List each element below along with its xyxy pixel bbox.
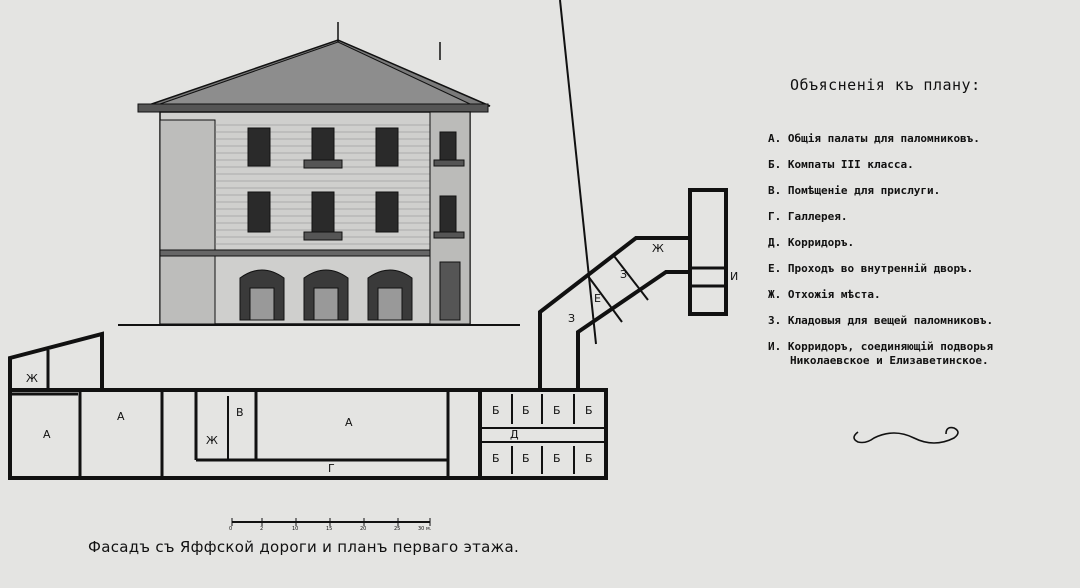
room-label-b1: Б xyxy=(492,404,500,417)
figure-caption: Фасадъ съ Яффской дороги и планъ перваго… xyxy=(88,538,520,556)
legend-item-d: Д. Корридоръ. xyxy=(768,236,1068,250)
legend-item-zh: Ж. Отхожія мѣста. xyxy=(768,288,1068,302)
room-label-b2: Б xyxy=(522,404,530,417)
legend-text: Компаты III класса. xyxy=(787,158,914,171)
room-label-g: Г xyxy=(328,462,335,475)
room-label-b5: Б xyxy=(492,452,500,465)
legend-key: Б. xyxy=(768,158,782,171)
legend-text: Корридоръ, соединяющій подворья xyxy=(787,340,994,353)
legend-item-i: И. Корридоръ, соединяющій подворья Никол… xyxy=(768,340,1068,368)
legend-text: Корридоръ. xyxy=(787,236,855,249)
scale-tick-5: 25 xyxy=(394,526,400,532)
legend-text: Галлерея. xyxy=(787,210,848,223)
room-label-zh2: Ж xyxy=(206,434,218,447)
legend-key: Г. xyxy=(768,210,782,223)
legend-key: Ж. xyxy=(768,288,782,301)
scale-tick-6: 30 м. xyxy=(418,526,432,532)
legend-item-v: В. Помѣщеніе для прислуги. xyxy=(768,184,1068,198)
room-label-b7: Б xyxy=(553,452,561,465)
legend-key: В. xyxy=(768,184,782,197)
legend-text: Отхожія мѣста. xyxy=(787,288,881,301)
room-label-e: Е xyxy=(594,292,601,305)
room-label-z2: З xyxy=(620,268,627,281)
legend-key: Е. xyxy=(768,262,782,275)
legend-text: Помѣщеніе для прислуги. xyxy=(787,184,941,197)
room-label-b6: Б xyxy=(522,452,530,465)
room-label-zh1: Ж xyxy=(26,372,38,385)
scale-tick-0: 0 xyxy=(229,526,232,532)
legend-text: Кладовыя для вещей паломниковъ. xyxy=(787,314,994,327)
flourish-ornament xyxy=(853,426,959,444)
legend-key: И. xyxy=(768,340,782,353)
scale-bar: 0 2 10 15 20 25 30 м. xyxy=(229,518,432,532)
legend-key: Д. xyxy=(768,236,782,249)
facade-elevation xyxy=(118,22,520,326)
legend-item-z: З. Кладовыя для вещей паломниковъ. xyxy=(768,314,1068,328)
room-label-z1: З xyxy=(568,312,575,325)
scale-tick-1: 2 xyxy=(260,526,263,532)
scale-tick-3: 15 xyxy=(326,526,332,532)
room-label-zh3: Ж xyxy=(652,242,664,255)
room-label-v: В xyxy=(236,406,244,419)
legend-item-a: А. Общія палаты для паломниковъ. xyxy=(768,132,1068,146)
room-label-b4: Б xyxy=(585,404,593,417)
room-label-d: Д xyxy=(510,428,519,441)
room-label-a3: А xyxy=(345,416,353,429)
room-label-b8: Б xyxy=(585,452,593,465)
legend-item-g: Г. Галлерея. xyxy=(768,210,1068,224)
legend-title: Объясненія къ плану: xyxy=(790,76,981,94)
scale-tick-4: 20 xyxy=(360,526,366,532)
scale-tick-2: 10 xyxy=(292,526,298,532)
legend-key: А. xyxy=(768,132,782,145)
legend-text-line2: Николаевское и Елизаветинское. xyxy=(790,354,989,367)
legend-key: З. xyxy=(768,314,782,327)
plan-room-labels: А А А Ж Ж Ж В Г Д Б Б Б Б Б Б Б Б З З Е … xyxy=(26,242,738,475)
legend-text: Общія палаты для паломниковъ. xyxy=(787,132,980,145)
room-label-b3: Б xyxy=(553,404,561,417)
room-label-a1: А xyxy=(43,428,51,441)
legend-text: Проходъ во внутренній дворъ. xyxy=(787,262,974,275)
floor-plan xyxy=(8,0,728,480)
legend-item-e: Е. Проходъ во внутренній дворъ. xyxy=(768,262,1068,276)
plan-legend: Объясненія къ плану: А. Общія палаты для… xyxy=(768,76,1068,380)
room-label-i: И xyxy=(730,270,738,283)
legend-item-b: Б. Компаты III класса. xyxy=(768,158,1068,172)
room-label-a2: А xyxy=(117,410,125,423)
